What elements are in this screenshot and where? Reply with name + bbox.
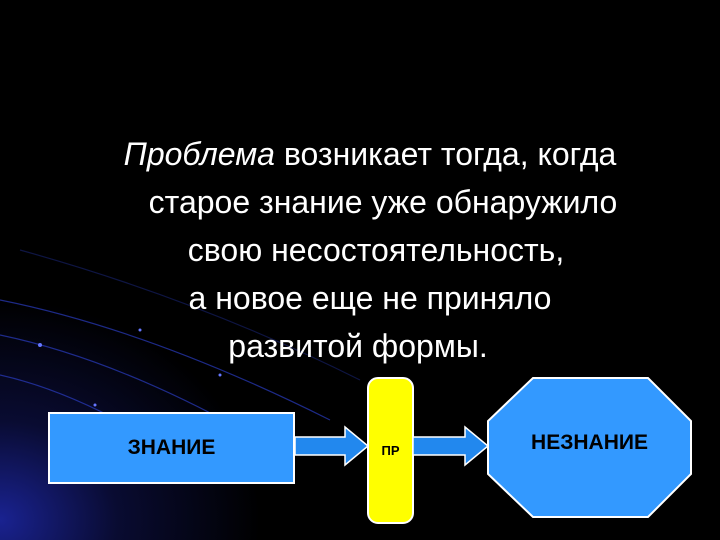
ignorance-box [487,377,692,518]
knowledge-label: ЗНАНИЕ [127,436,216,459]
arrow-left-to-middle [294,425,370,467]
statement-line-1-rest: возникает тогда, когда [274,136,617,172]
arrow-middle-to-right [412,425,490,467]
statement-line-4: а новое еще не приняло [188,280,552,316]
statement-line-5: развитой формы. [228,328,488,364]
problem-statement: Проблема возникает тогда, когда старое з… [40,130,700,370]
statement-line-3: свою несостоятельность, [187,232,565,268]
statement-line-2: старое знание уже обнаружило [148,184,618,220]
knowledge-box [48,412,295,484]
problem-label: ПР [381,443,400,458]
statement-line-1: Проблема возникает тогда, когда [40,130,700,178]
ignorance-label: НЕЗНАНИЕ [531,431,648,454]
term-problem: Проблема [123,136,275,172]
